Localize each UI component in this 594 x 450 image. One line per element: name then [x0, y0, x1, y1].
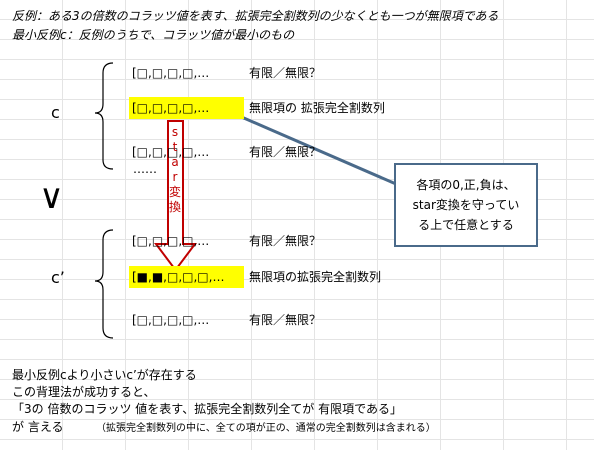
callout-connector	[229, 110, 397, 186]
top-brace	[94, 62, 114, 170]
callout-line-1: 各項の0,正,負は、	[416, 178, 516, 192]
bottom-row3-text: 有限／無限？	[249, 313, 322, 327]
star-transform-arrow	[154, 120, 197, 272]
top-row3-sequence: [□,□,□,□,…	[132, 145, 210, 159]
top-ellipsis: ……	[133, 162, 157, 176]
bottom-row2-sequence: [■,■,□,□,□,…	[129, 266, 244, 288]
label-c-prime: c’	[51, 268, 65, 287]
top-row1-text: 有限／無限？	[249, 66, 322, 80]
bottom-row3-sequence: [□,□,□,□,…	[132, 313, 210, 327]
top-row2-sequence: [□,□,□,□,…	[129, 97, 244, 119]
callout-line-2: star変換を守ってい	[412, 198, 520, 212]
footer-line-2: この背理法が成功すると、	[12, 385, 156, 399]
footer-line-3: 「3の 倍数のコラッツ 値を表す、拡張完全割数列全てが 有限項である」	[12, 402, 403, 416]
bottom-row1-text: 有限／無限？	[249, 234, 322, 248]
header-line-2: 最小反例c：反例のうちで、コラッツ値が最小のもの	[12, 28, 295, 42]
bottom-brace	[94, 229, 114, 339]
footer-line-1: 最小反例cより小さいc’が存在する	[12, 368, 197, 382]
label-c: c	[51, 103, 60, 122]
callout-box: 各項の0,正,負は、 star変換を守ってい る上で任意とする	[394, 163, 538, 247]
star-transform-label: s t a r 変 換	[168, 125, 181, 214]
top-row1-sequence: [□,□,□,□,…	[132, 66, 210, 80]
top-row2-text: 無限項の 拡張完全割数列	[249, 101, 385, 115]
bottom-row1-sequence: [□,□,□,□,…	[132, 234, 210, 248]
footer-note: （拡張完全割数列の中に、全ての項が正の、通常の完全割数列は含まれる）	[96, 423, 436, 434]
bottom-row2-text: 無限項の拡張完全割数列	[249, 270, 382, 284]
less-than-symbol: ∨	[39, 177, 64, 217]
header-line-1: 反例：ある3の倍数のコラッツ値を表す、拡張完全割数列の少なくとも一つが無限項であ…	[12, 9, 499, 23]
footer-line-4: が 言える	[12, 420, 64, 434]
callout-line-3: る上で任意とする	[418, 218, 514, 232]
top-row3-text: 有限／無限？	[249, 145, 322, 159]
